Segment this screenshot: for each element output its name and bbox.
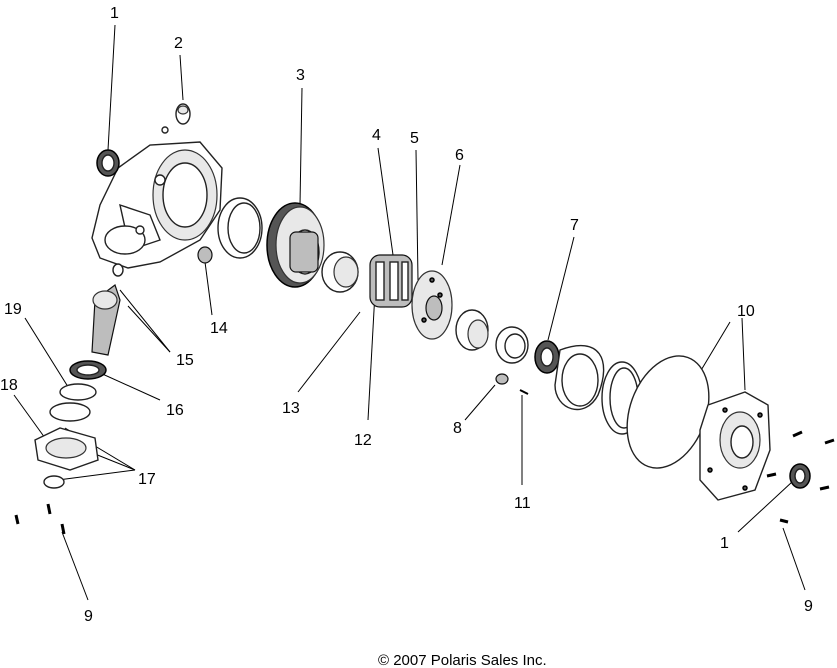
ring [495, 326, 529, 364]
armature-plate-6 [411, 270, 453, 340]
bolts-left [14, 503, 66, 535]
callout-6: 6 [455, 147, 464, 164]
bracket-18 [34, 427, 99, 471]
callout-15: 15 [176, 352, 194, 369]
seal-1 [96, 149, 120, 177]
seal-16 [69, 360, 107, 380]
callout-14: 14 [210, 320, 228, 337]
hub [455, 309, 489, 351]
cover [699, 391, 771, 501]
callout-8: 8 [453, 420, 462, 437]
pinion-shaft-15 [91, 263, 124, 356]
callout-9-right: 9 [804, 598, 813, 615]
washer-17 [43, 475, 65, 489]
callout-9-left: 9 [84, 608, 93, 625]
callout-2: 2 [174, 35, 183, 52]
callout-16: 16 [166, 402, 184, 419]
callout-5: 5 [410, 130, 419, 147]
seal-1-right [789, 463, 811, 489]
callout-3: 3 [296, 67, 305, 84]
bearing [321, 251, 359, 293]
bolts-right [766, 430, 835, 524]
callout-labels: 1 2 3 4 5 6 7 8 9 9 10 11 12 13 14 15 16… [0, 5, 813, 625]
callout-4: 4 [372, 127, 381, 144]
callout-10: 10 [737, 303, 755, 320]
callout-18: 18 [0, 377, 18, 394]
copyright-text: © 2007 Polaris Sales Inc. [378, 652, 547, 668]
callout-7: 7 [570, 217, 579, 234]
shim-large [554, 344, 605, 411]
callout-1-bottom: 1 [720, 535, 729, 552]
gearcase-housing [91, 126, 223, 269]
callout-11: 11 [514, 495, 531, 512]
screw-8 [495, 373, 509, 385]
ring-gear-3 [266, 202, 325, 288]
callout-13: 13 [282, 400, 300, 417]
callout-17: 17 [138, 471, 156, 488]
callout-1-top: 1 [110, 5, 119, 22]
plug-14 [197, 246, 213, 264]
callout-19: 19 [4, 301, 22, 318]
spacer-ring [217, 197, 263, 259]
seal-7 [534, 340, 560, 374]
leader-lines [13, 24, 806, 601]
pin-11 [519, 389, 529, 395]
o-ring-19 [49, 383, 97, 422]
roll-cage-12 [369, 254, 413, 308]
callout-12: 12 [354, 432, 372, 449]
plug-2 [175, 103, 191, 125]
